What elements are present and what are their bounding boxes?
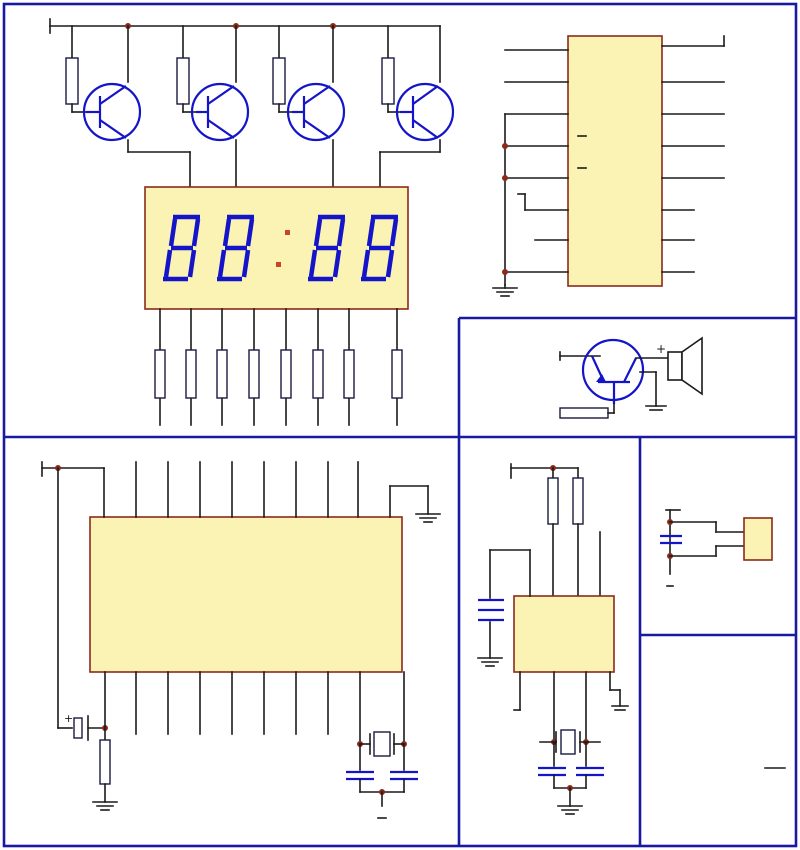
seven-segment-display [144, 186, 409, 310]
ground-symbol [492, 284, 518, 297]
load-capacitor [390, 770, 418, 781]
transistor-q2 [176, 25, 250, 188]
ground-symbol [557, 805, 583, 815]
clock-ic [513, 595, 615, 673]
display-driver-panel [49, 18, 455, 426]
clock-ic-panel [477, 463, 629, 815]
microcontroller-ic [89, 516, 403, 673]
transistor-q4 [379, 25, 455, 188]
display-digit-2 [217, 214, 255, 282]
load-capacitor [346, 770, 374, 781]
mcu-panel: + [41, 461, 441, 819]
display-colon [276, 230, 290, 267]
display-digit-4 [361, 214, 399, 282]
load-capacitor [538, 766, 566, 777]
transistor-q3 [272, 25, 346, 188]
ground-symbol [415, 513, 441, 523]
reset-capacitor: + [64, 712, 106, 741]
display-digit-1 [163, 214, 201, 282]
speaker-icon [667, 336, 703, 396]
ground-symbol [611, 705, 629, 711]
top-right-ic-panel [492, 35, 725, 297]
sensor-panel [660, 509, 773, 587]
rtc-crystal [539, 729, 601, 755]
load-capacitor [576, 766, 604, 777]
ground-symbol [92, 801, 118, 811]
ground-symbol [477, 657, 503, 667]
transistor-q1 [65, 25, 191, 188]
display-digit-3 [308, 214, 346, 282]
driver-ic [567, 35, 663, 287]
buzzer-panel: + [559, 336, 703, 419]
decoupling-capacitor [660, 534, 682, 545]
sensor-module [743, 517, 773, 561]
buzzer-transistor [581, 338, 645, 404]
battery-icon [478, 598, 504, 622]
segment-resistor-array [154, 308, 403, 426]
crystal-oscillator [359, 731, 405, 757]
buzzer-plus-mark: + [656, 342, 666, 356]
reset-cap-plus-mark: + [64, 712, 73, 725]
